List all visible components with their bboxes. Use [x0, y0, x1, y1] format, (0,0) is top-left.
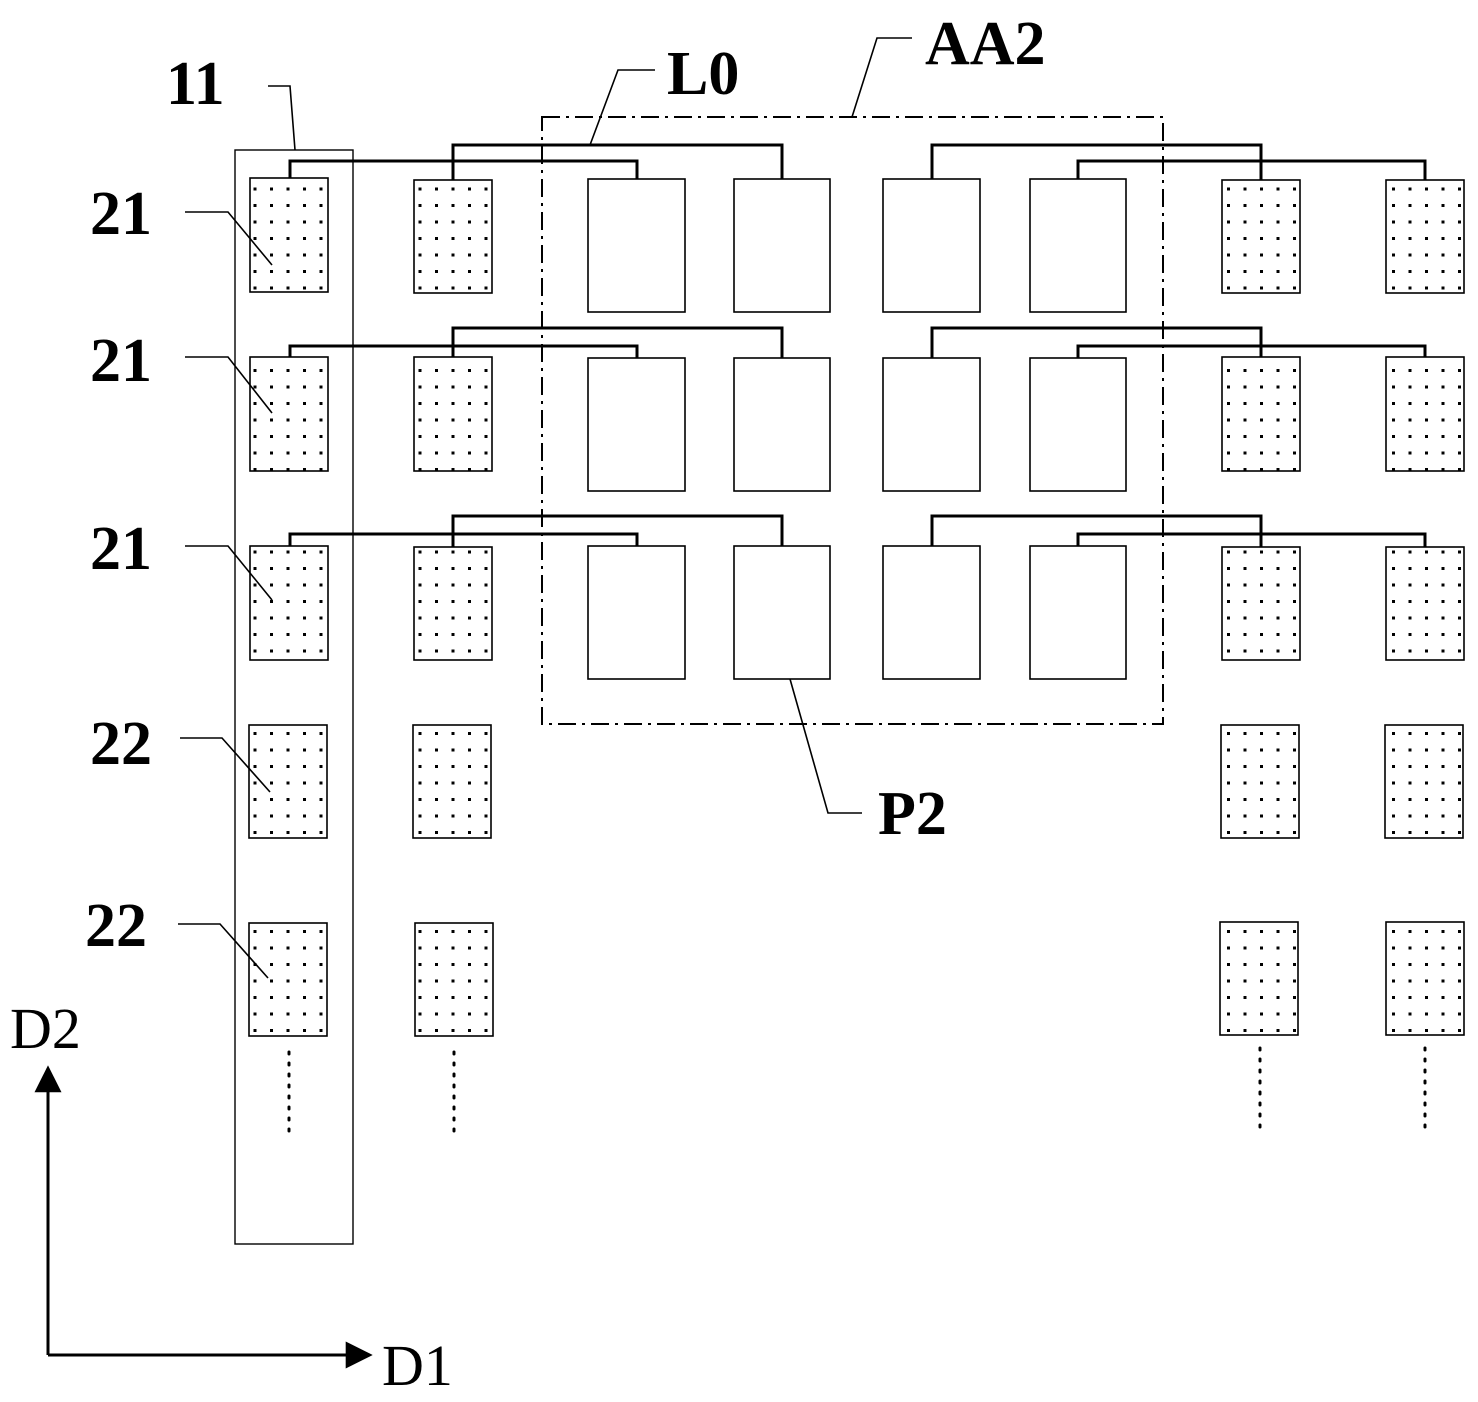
label-p2: P2: [878, 780, 947, 848]
leader-l0: [589, 69, 655, 146]
dotted-pixel: [249, 177, 329, 293]
wire-segment: [930, 514, 1263, 547]
wire-segment: [1076, 159, 1427, 180]
dotted-pixel: [249, 356, 329, 472]
plain-pixel: [1029, 357, 1127, 492]
label-aa2: AA2: [925, 10, 1046, 78]
plain-pixel: [882, 357, 981, 492]
dotted-pixel: [1385, 179, 1465, 294]
dotted-pixel: [412, 724, 492, 839]
plain-pixel: [882, 178, 981, 313]
label-21-row3: 21: [90, 515, 152, 583]
dotted-pixel: [413, 356, 493, 472]
dotted-pixel: [249, 545, 329, 661]
plain-pixel: [733, 178, 831, 313]
wire-segment: [1076, 344, 1427, 358]
leader-21b: [185, 356, 273, 414]
continuation-ellipsis: [287, 1046, 1427, 1134]
label-21-row1: 21: [90, 180, 152, 248]
dotted-pixel: [1385, 356, 1465, 472]
wires-row-2: [288, 326, 1427, 358]
dotted-pixels: [248, 177, 1465, 1037]
label-d1: D1: [382, 1333, 453, 1398]
dotted-pixel: [248, 724, 328, 839]
plain-pixels: [587, 178, 1127, 680]
dotted-pixel: [1385, 546, 1465, 661]
dotted-pixel: [413, 179, 493, 294]
plain-pixel: [882, 545, 981, 680]
dotted-pixel: [1221, 546, 1301, 661]
wire-segment: [288, 344, 639, 358]
dotted-pixel: [248, 922, 328, 1037]
plain-pixel: [587, 178, 686, 313]
wire-segment: [451, 514, 784, 547]
wire-segment: [930, 326, 1263, 358]
dotted-pixel: [413, 546, 493, 661]
dotted-pixel: [1219, 921, 1299, 1036]
leader-aa2: [851, 37, 912, 118]
label-l0: L0: [667, 40, 739, 108]
plain-pixel: [587, 545, 686, 680]
plain-pixel: [733, 357, 831, 492]
leader-21a: [185, 211, 273, 266]
label-22-row4: 22: [90, 710, 152, 778]
leader-11: [268, 85, 296, 151]
dotted-pixel: [1220, 724, 1300, 839]
leader-21c: [185, 545, 273, 601]
wire-segment: [451, 326, 784, 358]
label-22-row5: 22: [85, 892, 147, 960]
leader-22a: [180, 737, 271, 793]
label-21-row2: 21: [90, 327, 152, 395]
wire-segment: [1076, 532, 1427, 547]
dotted-pixel: [1221, 179, 1301, 294]
leader-22b: [178, 923, 269, 979]
dotted-pixel: [1221, 356, 1301, 472]
dotted-pixel: [414, 922, 494, 1037]
dotted-pixel: [1385, 921, 1465, 1036]
leader-p2: [789, 678, 862, 814]
dotted-pixel: [1384, 724, 1464, 839]
plain-pixel: [1029, 545, 1127, 680]
column-group-frame: [234, 149, 354, 1245]
label-11: 11: [166, 50, 225, 118]
wires-row-1: [288, 143, 1427, 180]
plain-pixel-p2: [733, 545, 831, 680]
wires-row-3: [288, 514, 1427, 547]
wire-segment: [288, 159, 639, 179]
label-d2: D2: [10, 996, 81, 1061]
wire-segment: [288, 532, 639, 546]
plain-pixel: [1029, 178, 1127, 313]
wire-segment: [451, 143, 784, 180]
plain-pixel: [587, 357, 686, 492]
